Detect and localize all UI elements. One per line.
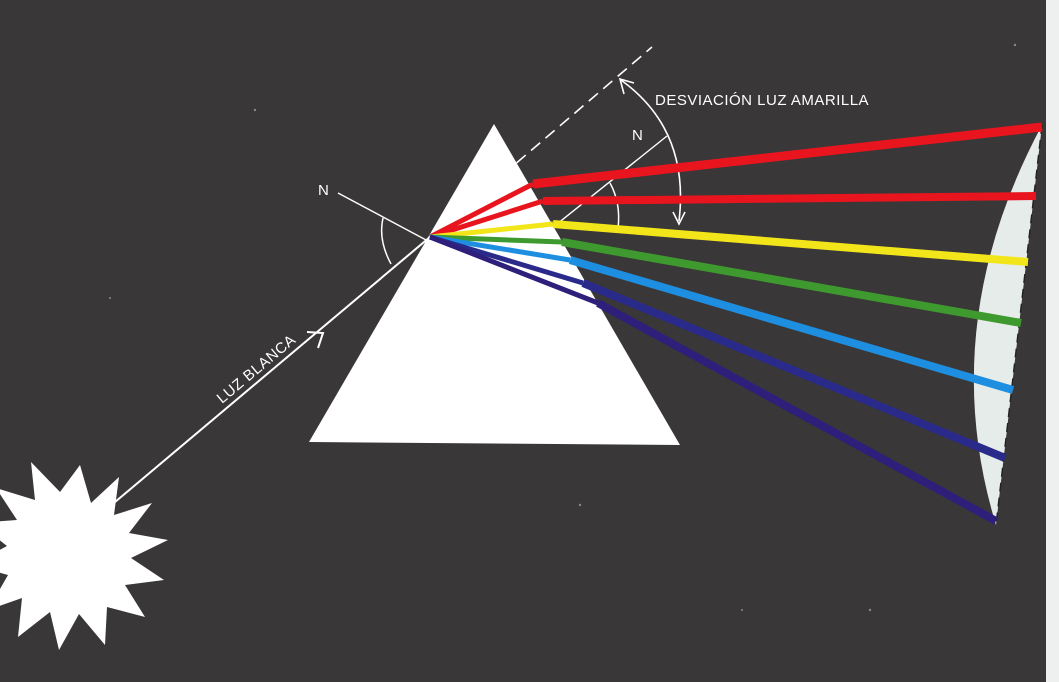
ray-yellow-inside <box>429 221 554 240</box>
rays-emergent <box>532 122 1043 525</box>
rays-inside-prism <box>428 181 599 306</box>
ray-yellow <box>552 220 1029 266</box>
ray-red-1-inside <box>428 181 535 240</box>
refraction-angle-arc <box>609 182 620 229</box>
right-edge-strip <box>1046 0 1059 682</box>
ray-violet <box>596 299 998 525</box>
ray-red-2 <box>542 192 1037 205</box>
ray-green <box>561 238 1022 327</box>
ray-blue <box>568 256 1015 394</box>
ray-violet-inside <box>429 234 599 306</box>
ray-indigo <box>581 279 1007 462</box>
background-specks <box>109 43 1017 612</box>
normal-line-entry <box>337 192 562 313</box>
projection-screen <box>973 125 1042 525</box>
prism <box>309 124 680 445</box>
incidence-angle-arc <box>380 217 392 265</box>
normal-exit-label: N <box>632 127 643 144</box>
normal-entry-label: N <box>318 182 329 199</box>
arrow-icon <box>306 331 325 349</box>
sun-burst-icon <box>0 462 168 650</box>
white-light-ray <box>114 236 431 503</box>
ray-red-2-inside <box>429 198 544 240</box>
normal-line-exit <box>421 135 668 333</box>
deviation-arrow-top-icon <box>618 77 635 95</box>
deviation-label: DESVIACIÓN LUZ AMARILLA <box>655 92 869 109</box>
ray-green-inside <box>429 234 563 245</box>
deviation-arrow-bottom-icon <box>672 211 686 226</box>
ray-blue-inside <box>429 234 571 263</box>
incident-ray-extension <box>429 46 653 238</box>
ray-red-1 <box>532 122 1043 189</box>
